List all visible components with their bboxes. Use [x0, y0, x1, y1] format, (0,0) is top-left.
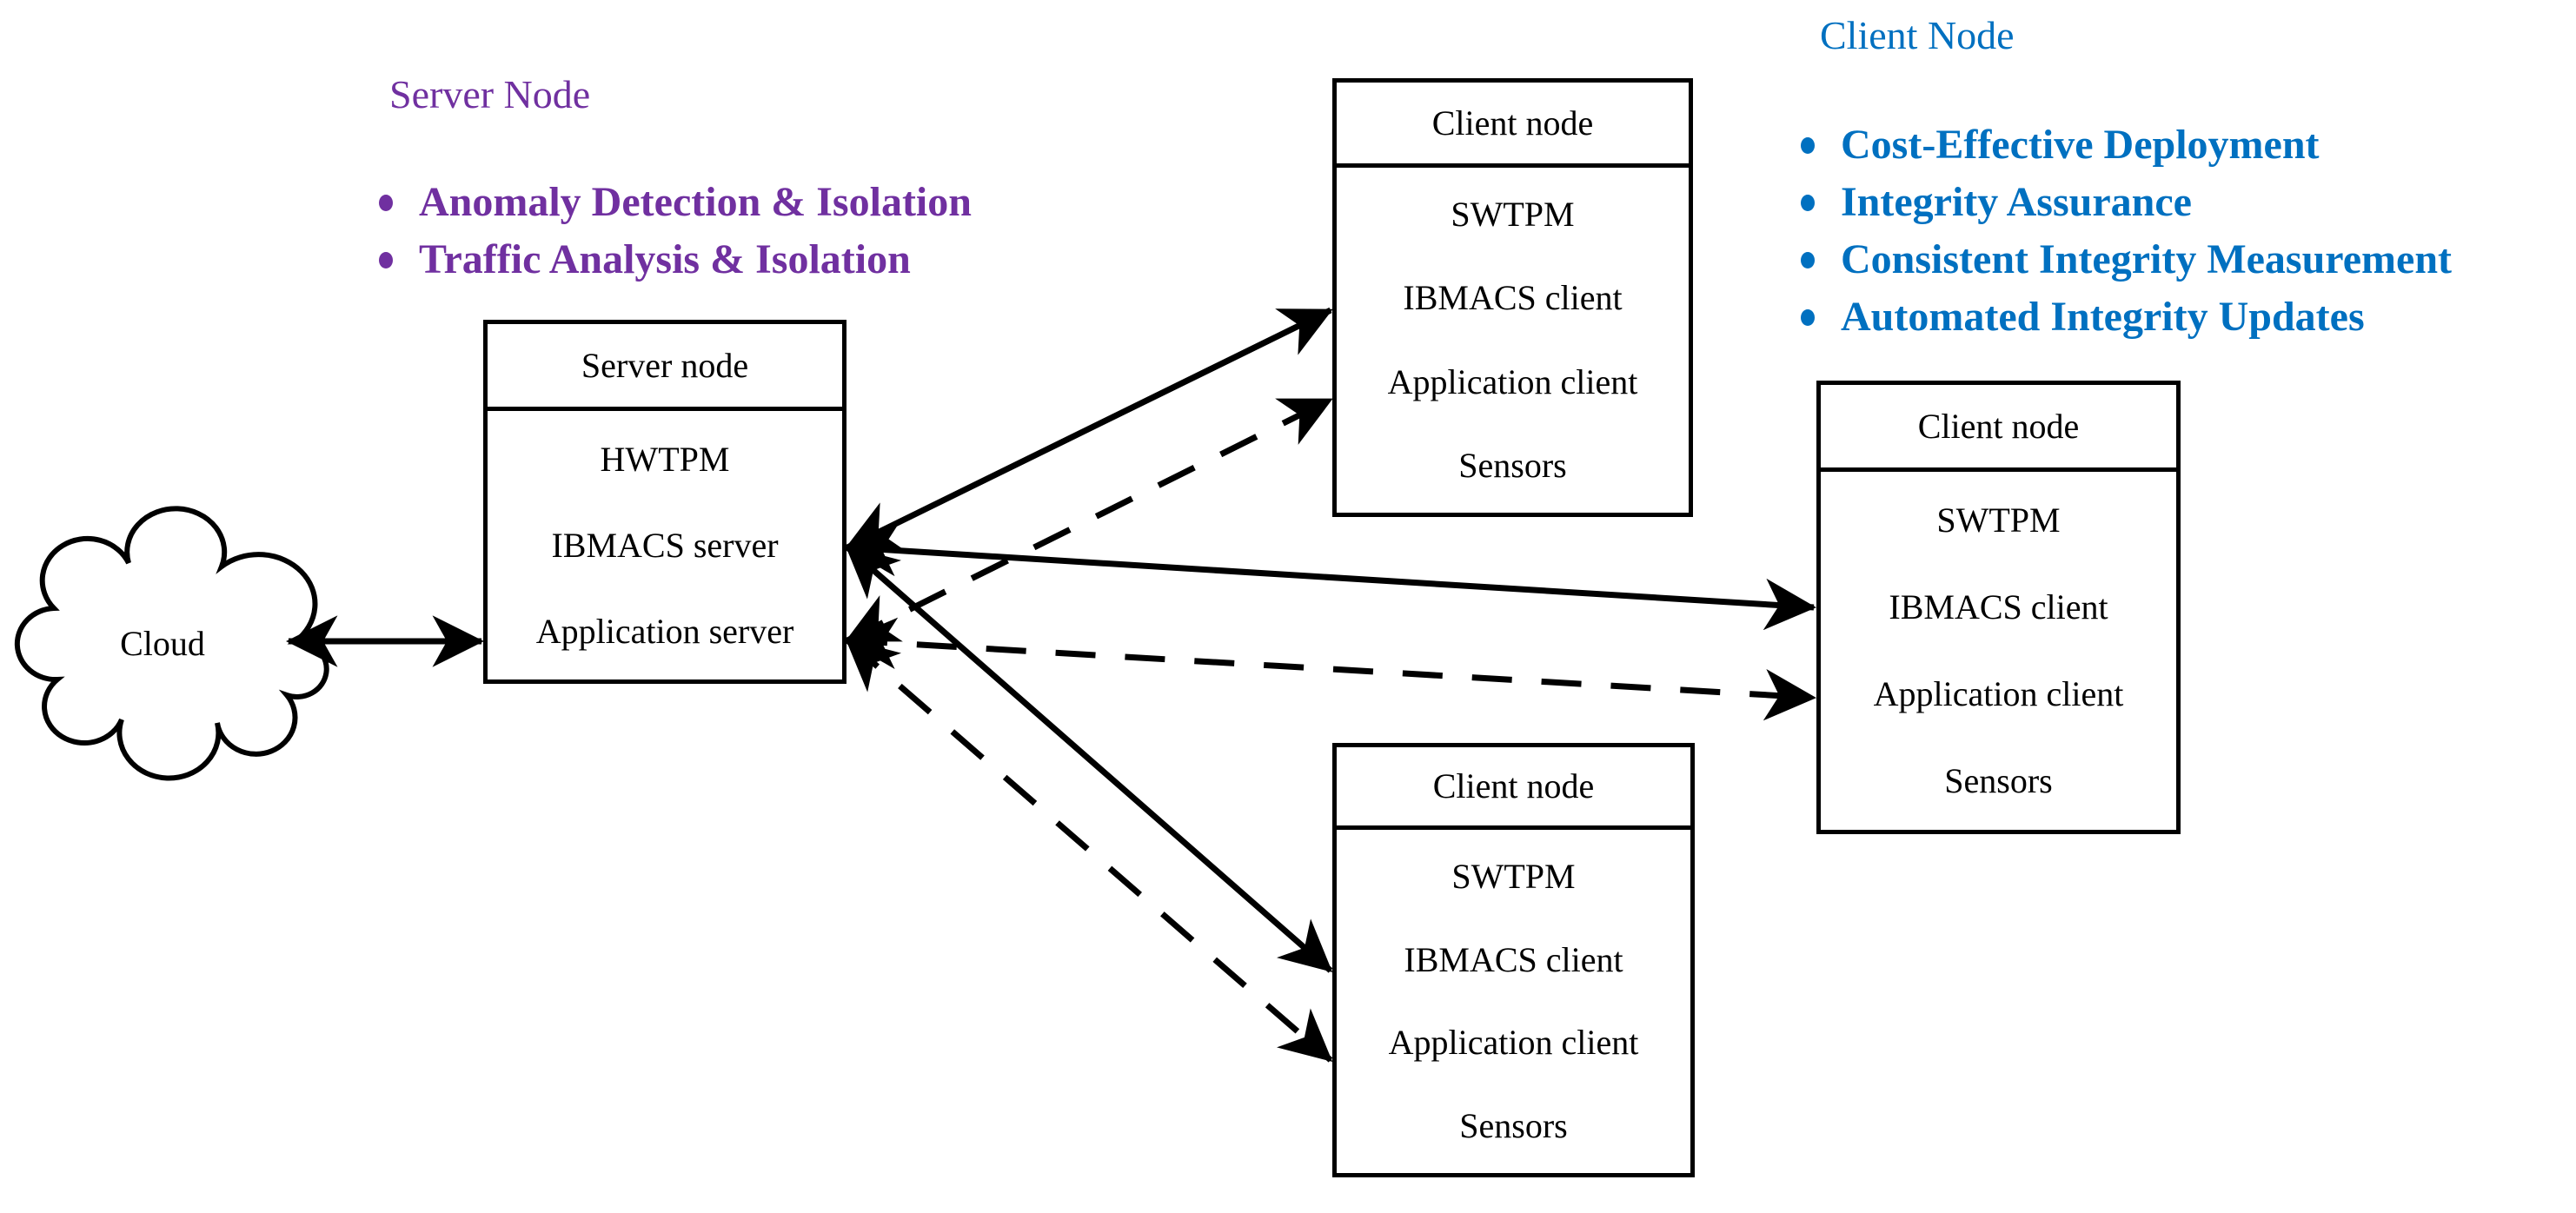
client-row-application-client: Application client — [1387, 361, 1638, 401]
client-annotation-list: Cost-Effective Deployment Integrity Assu… — [1801, 116, 2452, 346]
bullet-text: Cost-Effective Deployment — [1841, 122, 2320, 168]
client-row-sensors: Sensors — [1944, 761, 2053, 800]
client-node-body: SWTPM IBMACS client Application client S… — [1337, 830, 1690, 1173]
bullet-dot-icon — [1801, 136, 1815, 154]
client-row-application-client: Application client — [1388, 1023, 1639, 1063]
client-row-ibmacs-client: IBMACS client — [1889, 587, 2108, 626]
bullet-text: Anomaly Detection & Isolation — [419, 179, 972, 225]
list-item: Traffic Analysis & Isolation — [379, 231, 972, 288]
server-row-application-server: Application server — [535, 611, 794, 651]
server-row-hwtpm: HWTPM — [600, 439, 730, 479]
arrow-server-client-bottom-solid — [845, 545, 1333, 973]
client-row-ibmacs-client: IBMACS client — [1403, 278, 1623, 318]
server-node-body: HWTPM IBMACS server Application server — [488, 411, 842, 679]
client-row-ibmacs-client: IBMACS client — [1404, 939, 1623, 979]
cloud-label: Cloud — [120, 624, 205, 663]
list-item: Cost-Effective Deployment — [1801, 116, 2452, 174]
server-node-title: Server node — [488, 324, 842, 411]
bullet-text: Traffic Analysis & Isolation — [419, 236, 911, 282]
server-annotation-title: Server Node — [389, 72, 591, 116]
server-annotation-list: Anomaly Detection & Isolation Traffic An… — [379, 174, 972, 288]
server-node-box: Server node HWTPM IBMACS server Applicat… — [483, 320, 846, 684]
client-node-body: SWTPM IBMACS client Application client S… — [1337, 168, 1689, 513]
bullet-dot-icon — [1801, 308, 1815, 326]
arrow-server-client-right-solid — [845, 524, 1816, 631]
list-item: Anomaly Detection & Isolation — [379, 174, 972, 231]
bullet-dot-icon — [1801, 251, 1815, 268]
bullet-text: Consistent Integrity Measurement — [1841, 236, 2453, 282]
arrow-server-client-top-dashed — [845, 396, 1333, 644]
client-row-swtpm: SWTPM — [1936, 500, 2061, 540]
client-node-title: Client node — [1337, 83, 1689, 168]
arrow-server-client-top-solid — [845, 307, 1333, 551]
client-row-sensors: Sensors — [1458, 445, 1567, 485]
bullet-dot-icon — [1801, 194, 1815, 211]
client-row-application-client: Application client — [1873, 674, 2124, 713]
client-row-swtpm: SWTPM — [1451, 856, 1576, 896]
arrow-server-client-right-dashed — [845, 617, 1816, 721]
client-node-title: Client node — [1337, 747, 1690, 830]
list-item: Consistent Integrity Measurement — [1801, 231, 2452, 288]
client-row-swtpm: SWTPM — [1451, 195, 1575, 235]
list-item: Integrity Assurance — [1801, 174, 2452, 231]
cloud-shape — [14, 506, 329, 781]
list-item: Automated Integrity Updates — [1801, 288, 2452, 346]
arrow-server-client-bottom-dashed — [845, 638, 1333, 1063]
client-node-box-bottom: Client node SWTPM IBMACS client Applicat… — [1332, 743, 1695, 1177]
bullet-text: Automated Integrity Updates — [1841, 294, 2365, 340]
client-node-title: Client node — [1821, 385, 2176, 472]
client-node-box-top: Client node SWTPM IBMACS client Applicat… — [1332, 78, 1693, 517]
bullet-text: Integrity Assurance — [1841, 179, 2192, 225]
client-node-box-right: Client node SWTPM IBMACS client Applicat… — [1816, 381, 2181, 834]
bullet-dot-icon — [379, 251, 393, 268]
client-row-sensors: Sensors — [1459, 1106, 1568, 1146]
server-row-ibmacs-server: IBMACS server — [551, 525, 779, 565]
client-node-body: SWTPM IBMACS client Application client S… — [1821, 472, 2176, 830]
client-annotation-title: Client Node — [1820, 13, 2015, 57]
bullet-dot-icon — [379, 194, 393, 211]
